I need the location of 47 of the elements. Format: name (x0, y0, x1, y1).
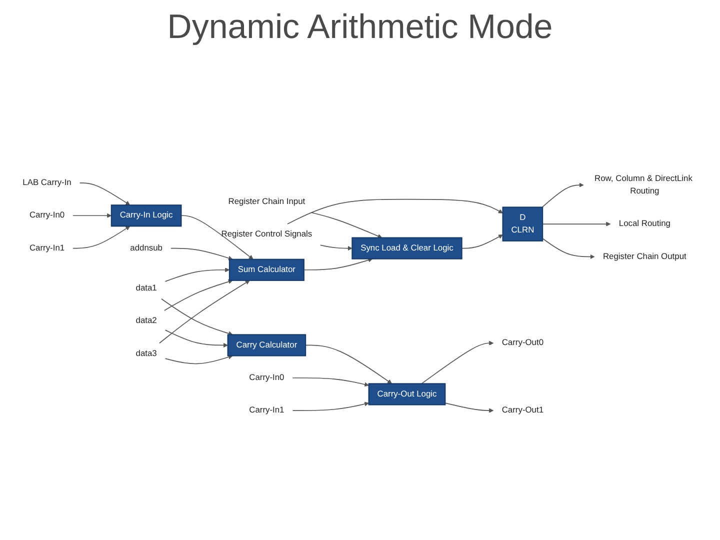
signal-label: addnsub (130, 244, 162, 253)
arrow (444, 402, 494, 414)
logic-block: Sync Load & Clear Logic (352, 238, 462, 260)
arrow (542, 222, 611, 227)
arrow (310, 212, 382, 239)
diagram-title: Dynamic Arithmetic Mode (166, 7, 554, 48)
signal-label: Carry-In0 (249, 373, 284, 382)
arrow (72, 214, 112, 218)
arrow (304, 258, 373, 271)
arrow (159, 280, 250, 344)
arrow (542, 238, 595, 260)
signal-label: data3 (136, 349, 157, 358)
arrow (461, 234, 503, 250)
logic-block: Carry Calculator (227, 334, 306, 357)
arrow (164, 280, 233, 312)
signal-label: LAB Carry-In (22, 178, 72, 188)
signal-label: Carry-In0 (29, 211, 65, 220)
arrow (161, 298, 233, 336)
arrow (164, 330, 228, 348)
signal-label: Register Chain Output (602, 252, 686, 262)
arrow (292, 402, 370, 412)
signal-label: Register Control Signals (221, 230, 312, 240)
logic-block: Sum Calculator (228, 259, 304, 282)
logic-block: Carry-Out Logic (368, 384, 446, 406)
arrow (72, 226, 130, 250)
signal-label: Carry-Out0 (502, 338, 544, 348)
register-block: D CLRN (502, 207, 544, 242)
arrow (164, 355, 233, 364)
signal-label: data1 (136, 284, 157, 293)
signal-label: Carry-Out1 (502, 406, 544, 416)
signal-label: Carry-In1 (249, 406, 284, 416)
arrow (180, 216, 254, 260)
logic-block: Carry-In Logic (110, 204, 182, 228)
signal-label: data2 (136, 316, 157, 326)
arrow (287, 199, 503, 225)
arrow (164, 268, 230, 282)
arrow (79, 182, 130, 206)
signal-label: Local Routing (618, 220, 670, 229)
arrow (320, 245, 352, 251)
arrow (305, 345, 392, 384)
signal-label: Register Chain Input (228, 198, 306, 206)
arrow (542, 183, 584, 208)
arrow (170, 248, 233, 261)
signal-label: Row, Column & DirectLink Routing (594, 174, 692, 196)
arrow (421, 341, 494, 384)
arrow (292, 378, 370, 388)
signal-label: Carry-In1 (29, 244, 65, 253)
